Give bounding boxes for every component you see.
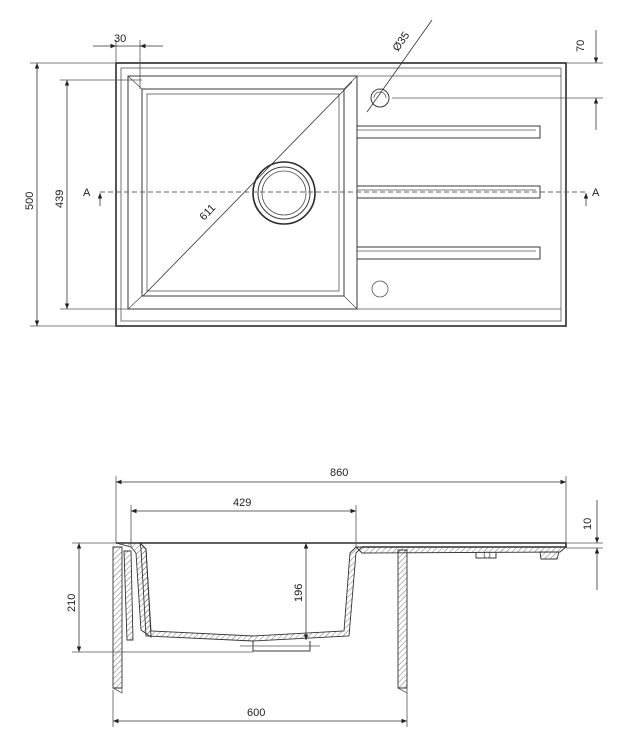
dim-429-label: 429 [233, 497, 251, 509]
dim-500-label: 500 [24, 192, 36, 210]
cabinet-panel-left [112, 546, 123, 689]
drainboard-section [354, 546, 568, 554]
dim-10-label: 10 [582, 518, 594, 530]
drain-icon [252, 161, 316, 225]
section-label-right: A [592, 187, 600, 199]
drainboard-ribs [357, 75, 561, 310]
diameter-leader [366, 19, 433, 113]
section-label-left: A [83, 187, 91, 199]
bowl-top [127, 75, 358, 310]
tap-hole-icon [370, 88, 390, 108]
dim-611-label: 611 [198, 202, 219, 223]
section-view: 860 429 10 210 196 600 [66, 467, 603, 727]
dim-439-label: 439 [54, 190, 66, 208]
dim-30-label: 30 [114, 33, 126, 45]
bowl-section [116, 542, 364, 642]
cabinet-panel-right [397, 549, 408, 689]
top-view: 611 Ø35 30 [24, 19, 603, 327]
dim-600-label: 600 [247, 707, 265, 719]
sink-inner-outline [120, 67, 562, 322]
dim-70-label: 70 [575, 40, 587, 52]
dim-860-label: 860 [330, 467, 348, 479]
dim-196-label: 196 [293, 584, 305, 602]
dim-diameter-label: Ø35 [391, 30, 413, 54]
overflow-icon [371, 280, 389, 298]
diagonal-611-line [142, 81, 353, 297]
dim-210-label: 210 [66, 594, 78, 612]
sink-outline [115, 62, 567, 327]
